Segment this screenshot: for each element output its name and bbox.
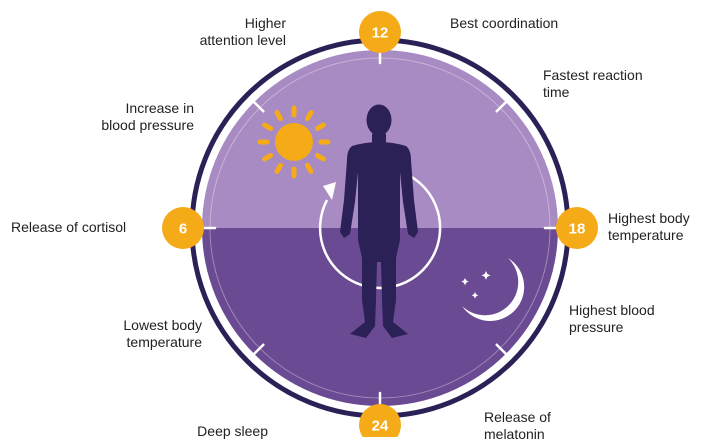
label-release-melatonin-line1: Release of: [484, 409, 551, 426]
label-best-coordination: Best coordination: [450, 15, 558, 32]
label-release-cortisol: Release of cortisol: [11, 219, 126, 236]
label-increase-bp-line2: blood pressure: [80, 117, 194, 134]
label-increase-bp-line1: Increase in: [80, 100, 194, 117]
label-fastest-reaction-line2: time: [543, 84, 643, 101]
hour-label-12: 12: [372, 25, 389, 42]
label-lowest-body-temp-line1: Lowest body: [90, 317, 202, 334]
label-fastest-reaction-line1: Fastest reaction: [543, 67, 643, 84]
hour-badge-12: 12: [359, 11, 401, 53]
label-release-melatonin: Release of melatonin: [484, 409, 551, 443]
label-highest-bp-line2: pressure: [569, 319, 655, 336]
label-highest-body-temp-line2: temperature: [608, 227, 690, 244]
label-highest-bp-line1: Highest blood: [569, 302, 655, 319]
label-highest-body-temp-line1: Highest body: [608, 210, 690, 227]
label-fastest-reaction: Fastest reaction time: [543, 67, 643, 101]
label-highest-bp: Highest blood pressure: [569, 302, 655, 336]
label-deep-sleep-text: Deep sleep: [160, 423, 268, 440]
hour-label-18: 18: [569, 221, 586, 238]
label-lowest-body-temp-line2: temperature: [90, 334, 202, 351]
label-highest-body-temp: Highest body temperature: [608, 210, 690, 244]
label-higher-attention: Higher attention level: [180, 15, 286, 49]
hour-badge-6: 6: [162, 207, 204, 249]
label-lowest-body-temp: Lowest body temperature: [90, 317, 202, 351]
label-higher-attention-line1: Higher: [180, 15, 286, 32]
label-increase-bp: Increase in blood pressure: [80, 100, 194, 134]
hour-label-6: 6: [179, 221, 187, 238]
label-release-melatonin-line2: melatonin: [484, 426, 551, 443]
label-release-cortisol-text: Release of cortisol: [11, 219, 126, 236]
label-deep-sleep: Deep sleep: [160, 423, 268, 440]
hour-badge-18: 18: [556, 207, 598, 249]
hour-label-24: 24: [372, 418, 389, 435]
hour-badge-24: 24: [359, 404, 401, 437]
label-best-coordination-text: Best coordination: [450, 15, 558, 32]
label-higher-attention-line2: attention level: [180, 32, 286, 49]
